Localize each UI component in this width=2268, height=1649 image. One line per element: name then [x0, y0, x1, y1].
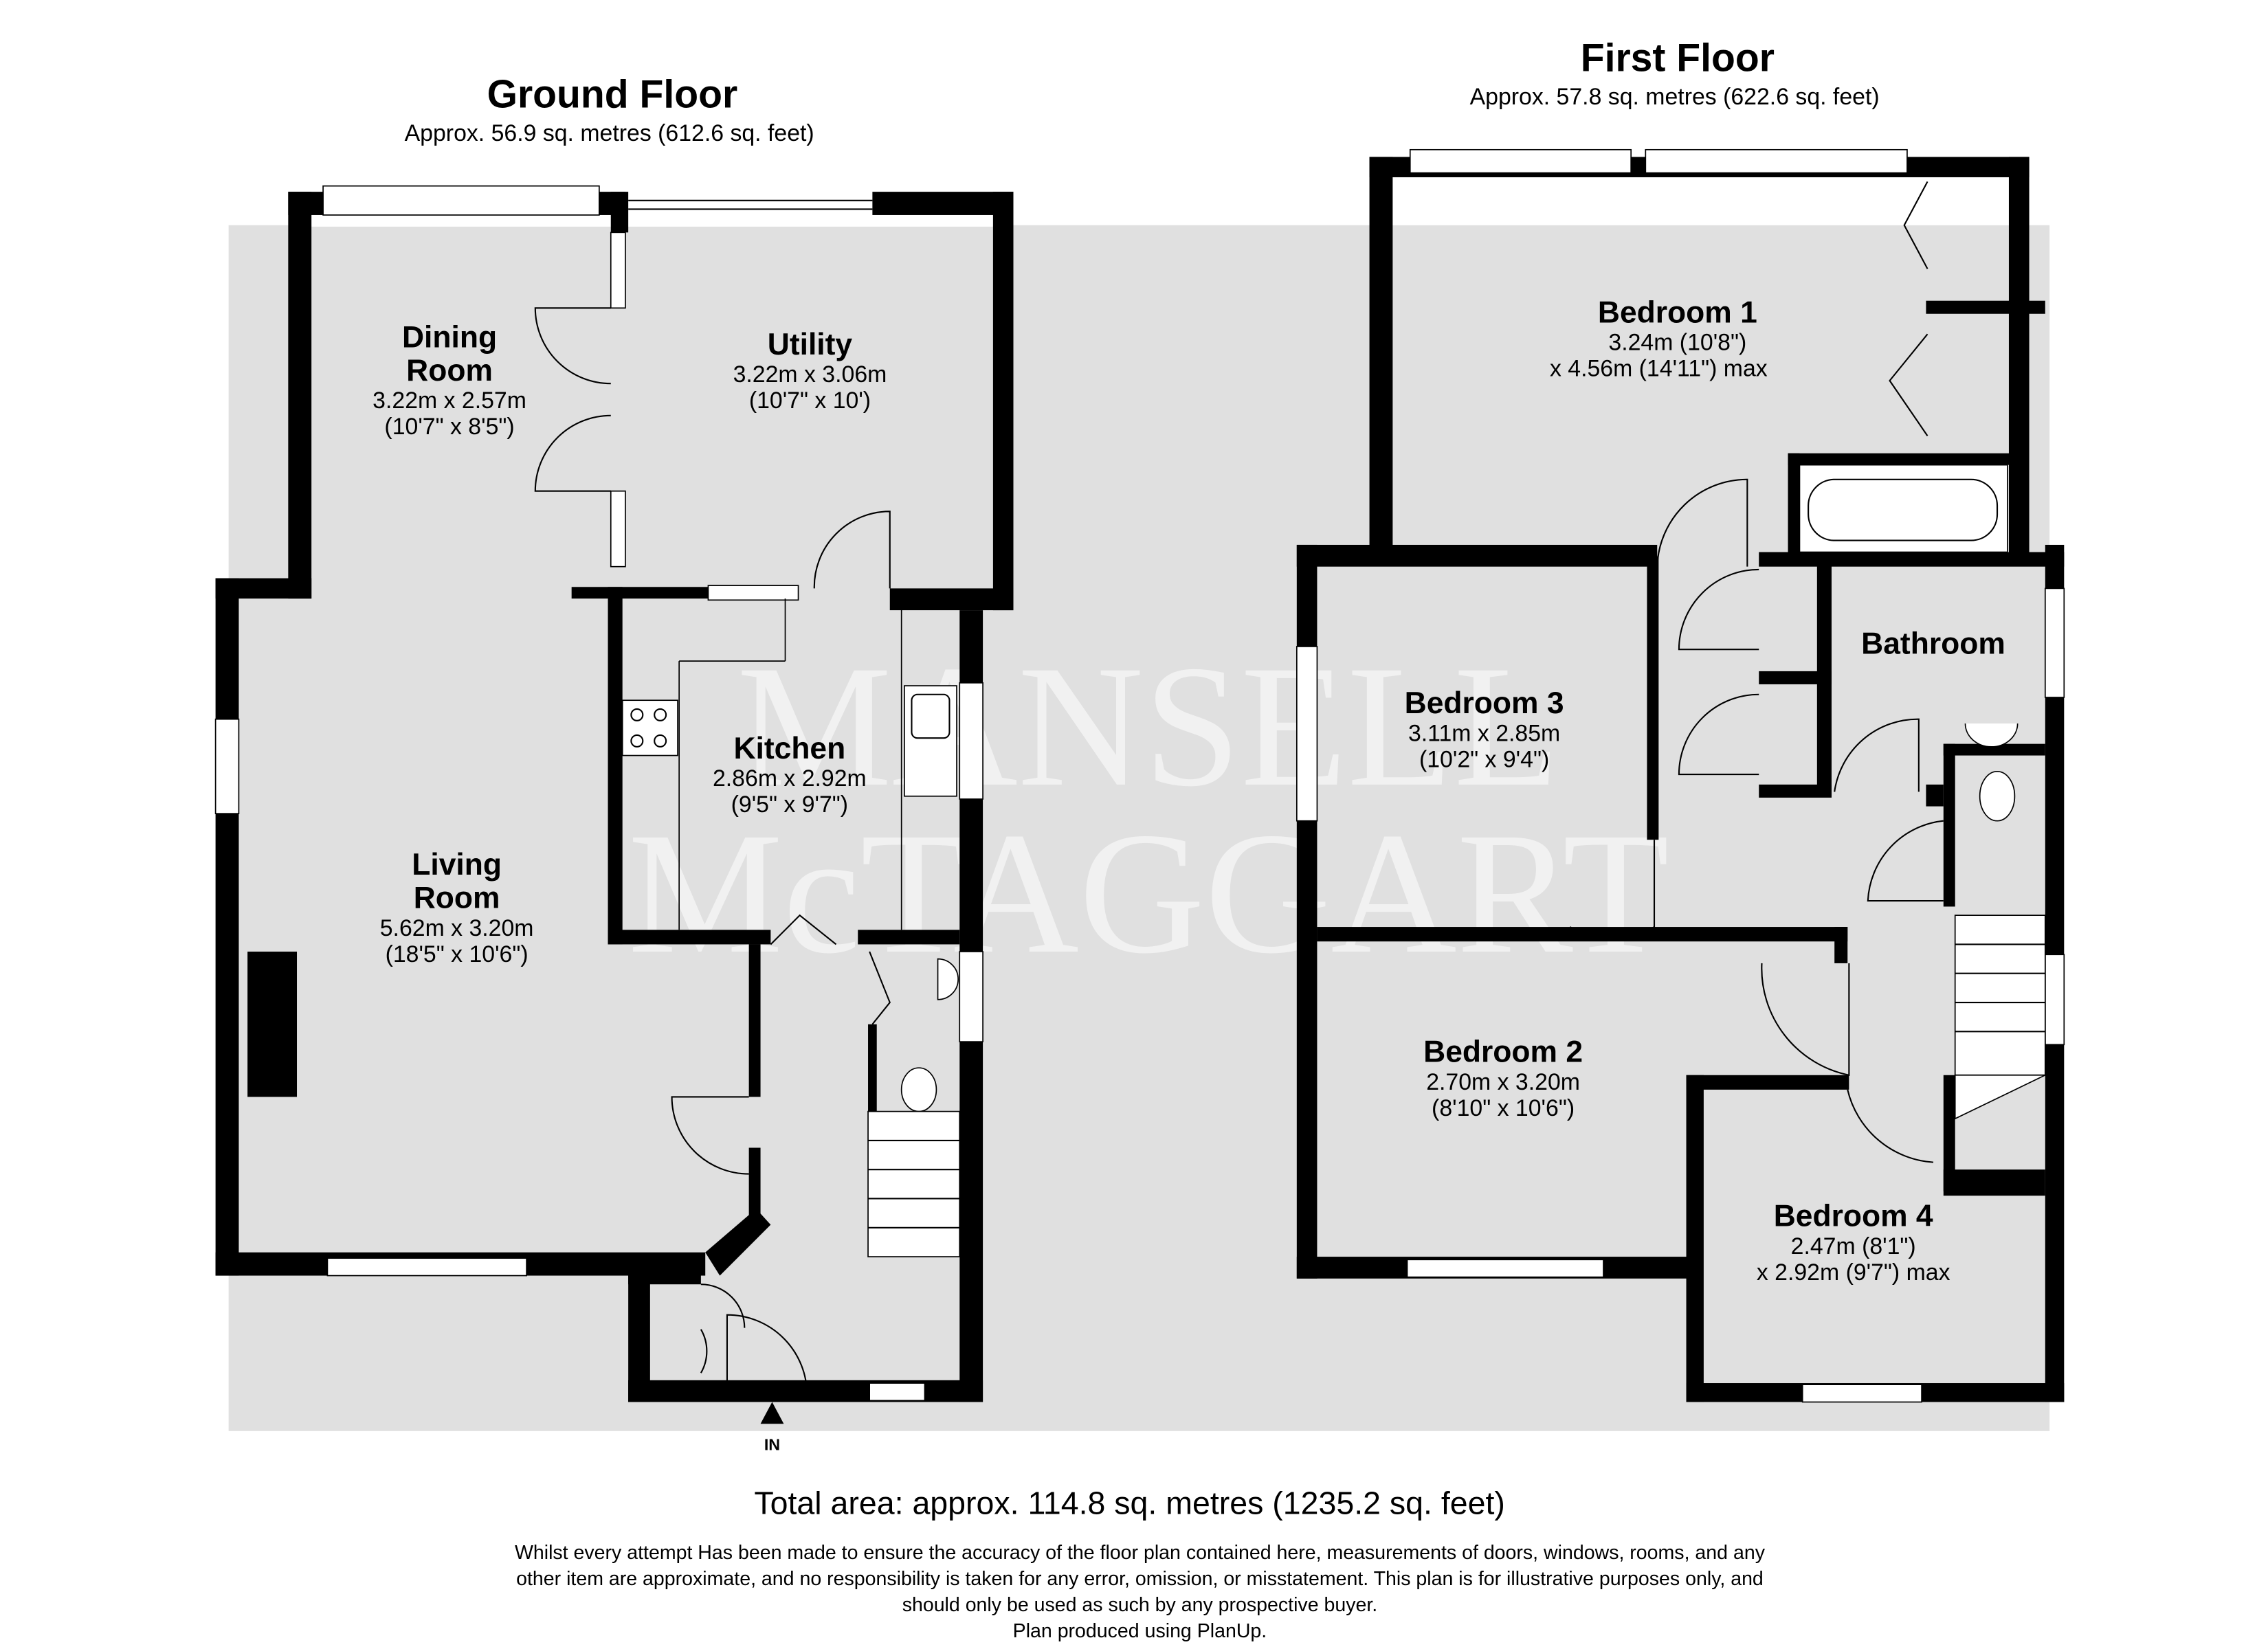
svg-text:Plan produced using PlanUp.: Plan produced using PlanUp.	[1013, 1620, 1267, 1642]
bathroom-toilet-icon	[1979, 770, 2016, 822]
room-dining-room: Dining Room 3.22m x 2.57m (10'7" x 8'5")	[373, 320, 526, 440]
svg-text:Bedroom 2: Bedroom 2	[1423, 1035, 1583, 1069]
svg-text:3.22m x 2.57m: 3.22m x 2.57m	[373, 388, 526, 414]
room-bedroom-1: Bedroom 1 3.24m (10'8") x 4.56m (14'11")…	[1550, 295, 1768, 381]
svg-text:other item are approximate, an: other item are approximate, and no respo…	[516, 1568, 1764, 1590]
ground-floor-doors	[534, 307, 902, 1395]
floor-background	[228, 225, 2050, 1431]
svg-text:(10'7" x 10'): (10'7" x 10')	[749, 388, 871, 414]
svg-text:Bathroom: Bathroom	[1861, 627, 2005, 661]
svg-text:Bedroom 1: Bedroom 1	[1598, 295, 1757, 329]
svg-text:(10'2" x 9'4"): (10'2" x 9'4")	[1419, 746, 1549, 772]
ground-stairs	[867, 1110, 961, 1257]
svg-text:Bedroom 4: Bedroom 4	[1774, 1200, 1933, 1233]
ground-floor-area: Approx. 56.9 sq. metres (612.6 sq. feet)	[405, 120, 814, 146]
bath-icon	[1799, 464, 2008, 553]
room-bedroom-3: Bedroom 3 3.11m x 2.85m (10'2" x 9'4")	[1405, 686, 1564, 772]
hob-icon	[621, 699, 678, 756]
first-floor-title: First Floor	[1581, 36, 1775, 80]
svg-text:Utility: Utility	[768, 328, 853, 361]
svg-text:(9'5" x 9'7"): (9'5" x 9'7")	[731, 792, 848, 818]
first-stairs	[1954, 915, 2046, 1120]
disclaimer: Whilst every attempt Has been made to en…	[515, 1542, 1766, 1642]
svg-text:2.86m x 2.92m: 2.86m x 2.92m	[713, 765, 867, 792]
svg-text:Living: Living	[412, 848, 502, 882]
svg-text:(8'10" x 10'6"): (8'10" x 10'6")	[1432, 1095, 1575, 1121]
svg-text:MANSELL: MANSELL	[737, 629, 1560, 822]
svg-text:Bedroom 3: Bedroom 3	[1405, 686, 1564, 720]
svg-text:x 2.92m (9'7") max: x 2.92m (9'7") max	[1757, 1259, 1950, 1286]
svg-text:Whilst every attempt Has been: Whilst every attempt Has been made to en…	[515, 1542, 1766, 1564]
svg-text:Dining: Dining	[402, 320, 497, 354]
room-bathroom: Bathroom	[1861, 627, 2005, 661]
entrance-label: IN	[764, 1435, 780, 1453]
room-bedroom-4: Bedroom 4 2.47m (8'1") x 2.92m (9'7") ma…	[1757, 1200, 1950, 1286]
svg-text:x 4.56m (14'11") max: x 4.56m (14'11") max	[1550, 356, 1768, 382]
ground-floor-title: Ground Floor	[487, 72, 738, 116]
bathroom-basin-icon	[1964, 723, 2019, 748]
svg-text:3.11m x 2.85m: 3.11m x 2.85m	[1408, 720, 1560, 746]
svg-text:McTAGGART: McTAGGART	[628, 796, 1669, 989]
room-kitchen: Kitchen 2.86m x 2.92m (9'5" x 9'7")	[713, 732, 867, 818]
toilet-icon	[900, 1067, 937, 1112]
first-floor-area: Approx. 57.8 sq. metres (622.6 sq. feet)	[1470, 84, 1880, 110]
room-utility: Utility 3.22m x 3.06m (10'7" x 10')	[733, 328, 887, 414]
ground-floor-windows	[214, 185, 983, 1402]
first-floor-doors	[1569, 181, 1944, 1163]
svg-text:Room: Room	[414, 882, 500, 915]
svg-text:Room: Room	[406, 354, 493, 388]
watermark-logo: MANSELL McTAGGART	[628, 629, 1669, 989]
svg-text:3.24m (10'8"): 3.24m (10'8")	[1608, 330, 1746, 356]
basin-icon	[937, 958, 959, 1000]
total-area: Total area: approx. 114.8 sq. metres (12…	[754, 1485, 1504, 1521]
entrance-arrow-icon	[760, 1402, 784, 1424]
room-living-room: Living Room 5.62m x 3.20m (18'5" x 10'6"…	[380, 848, 534, 967]
room-bedroom-2: Bedroom 2 2.70m x 3.20m (8'10" x 10'6")	[1423, 1035, 1583, 1121]
sink-icon	[904, 685, 957, 797]
svg-text:Kitchen: Kitchen	[733, 732, 845, 765]
svg-text:should only be used as such by: should only be used as such by any prosp…	[902, 1594, 1378, 1616]
svg-text:3.22m x 3.06m: 3.22m x 3.06m	[733, 361, 887, 388]
svg-text:2.47m (8'1"): 2.47m (8'1")	[1791, 1233, 1916, 1259]
svg-text:5.62m x 3.20m: 5.62m x 3.20m	[380, 915, 534, 941]
first-floor-windows	[1296, 148, 2065, 1403]
svg-text:2.70m x 3.20m: 2.70m x 3.20m	[1426, 1069, 1580, 1095]
svg-text:(18'5" x 10'6"): (18'5" x 10'6")	[386, 941, 529, 967]
svg-text:(10'7" x 8'5"): (10'7" x 8'5")	[384, 414, 514, 440]
